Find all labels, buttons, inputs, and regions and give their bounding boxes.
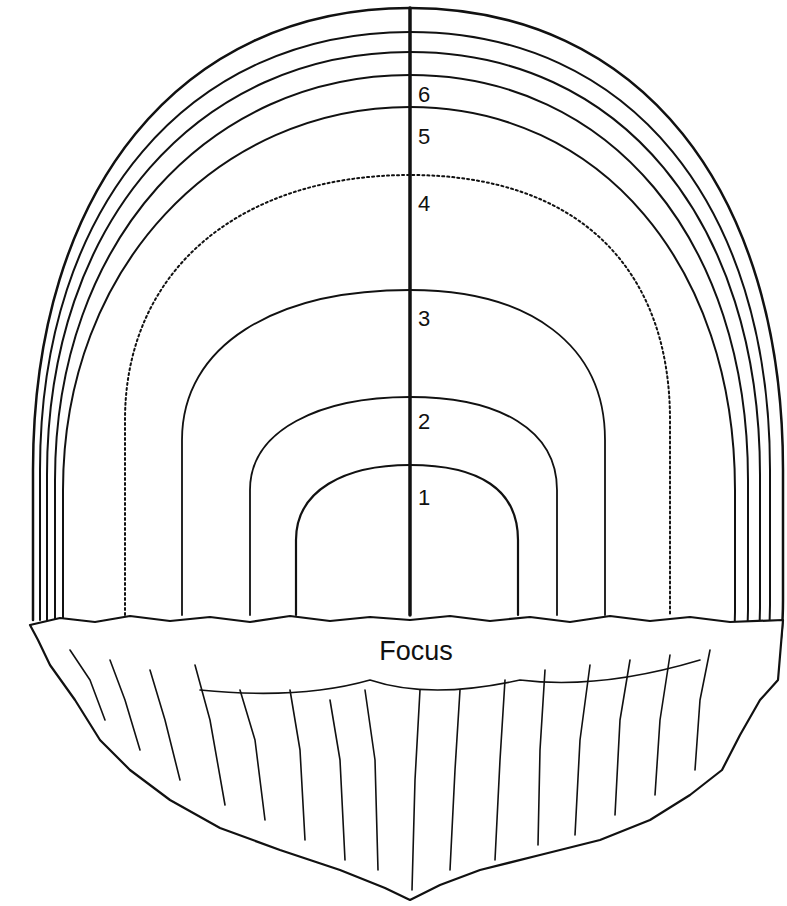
annulus-3 [182, 290, 605, 615]
annulus-5 [63, 107, 735, 686]
scale-outline [33, 8, 783, 700]
annulus-1 [296, 465, 518, 615]
annulus-number: 3 [418, 308, 430, 330]
anterior-field [30, 616, 783, 900]
annulus-4 [125, 175, 670, 615]
annulus-2 [250, 397, 557, 615]
circulus-ring [40, 32, 770, 697]
radii [70, 650, 710, 890]
radius-line [408, 8, 412, 615]
annulus-number: 4 [418, 193, 430, 215]
annulus-number: 2 [418, 411, 430, 433]
annulus-number: 5 [418, 126, 430, 148]
circulus-ring [47, 52, 760, 694]
annulus-number: 6 [418, 84, 430, 106]
annulus-number: 1 [418, 487, 430, 509]
focus-label: Focus [379, 638, 453, 665]
circulus-ring [55, 75, 748, 690]
